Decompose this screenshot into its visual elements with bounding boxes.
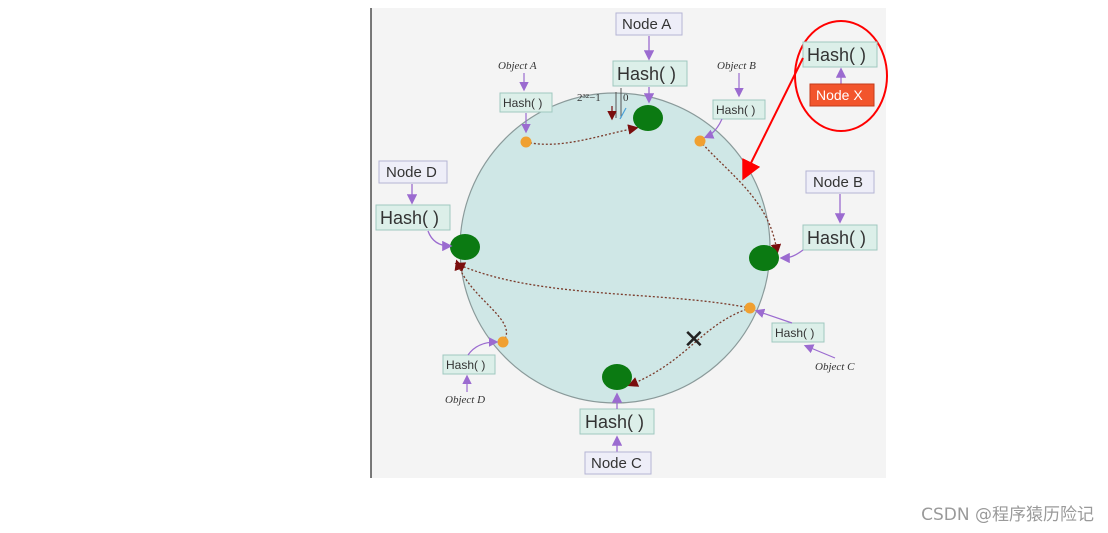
node-d-box	[378, 160, 448, 184]
node-c-hash-box	[579, 408, 655, 435]
node-a-box	[615, 12, 683, 36]
object-a-hash-box	[499, 92, 553, 113]
object-c-hash-label: Hash( )	[775, 326, 814, 340]
node-d-hash-label: Hash( )	[380, 208, 439, 228]
object-b-dot	[694, 135, 706, 147]
object-c-label: Object C	[815, 361, 855, 373]
hash-ring	[459, 92, 771, 404]
node-x-hash-box	[802, 41, 878, 68]
object-b-hash-arrow	[703, 118, 723, 139]
node-c-label: Node C	[591, 455, 642, 472]
object-a-hash-label: Hash( )	[503, 96, 542, 110]
path-object-d-to-node-d	[454, 259, 508, 343]
node-x-box	[809, 83, 875, 107]
object-d-hash-arrow	[467, 337, 499, 356]
object-d-label: Object D	[445, 394, 485, 406]
node-d-dot	[450, 234, 480, 260]
object-c-hash-box	[771, 322, 825, 343]
path-object-c-to-node-d	[454, 262, 751, 309]
node-b-label: Node B	[813, 174, 863, 191]
node-d-label: Node D	[386, 164, 437, 181]
node-b-hash-label: Hash( )	[807, 228, 866, 248]
node-x-label: Node X	[816, 87, 863, 103]
node-x-hash-label: Hash( )	[807, 45, 866, 65]
node-c-hash-label: Hash( )	[585, 412, 644, 432]
node-a-label: Node A	[622, 16, 671, 33]
node-a-hash-label: Hash( )	[617, 64, 676, 84]
ring-zero-marker	[619, 107, 627, 120]
object-b-hash-label: Hash( )	[716, 103, 755, 117]
ring-zero-label: 0	[623, 92, 629, 104]
node-b-hash-arrow	[779, 249, 804, 264]
node-c-dot	[602, 364, 632, 390]
node-d-hash-box	[375, 204, 451, 231]
node-b-hash-box	[802, 224, 878, 251]
path-object-c-to-node-c	[627, 307, 751, 387]
object-d-dot	[497, 336, 509, 348]
ring-start-label: 2³²−1	[577, 92, 601, 104]
object-a-label: Object A	[498, 60, 537, 72]
node-a-hash-box	[612, 60, 688, 87]
removed-x-mark: ✕	[683, 325, 705, 355]
watermark: CSDN @程序猿历险记	[921, 505, 1094, 525]
object-d-hash-label: Hash( )	[446, 358, 485, 372]
object-a-dot	[520, 136, 532, 148]
object-c-arrow	[803, 344, 836, 359]
node-x-insert-arrow	[742, 57, 804, 181]
node-b-box	[805, 170, 875, 194]
object-c-hash-arrow	[754, 308, 793, 324]
node-b-dot	[749, 245, 779, 271]
path-object-b-to-node-b	[699, 140, 782, 255]
node-a-dot	[633, 105, 663, 131]
node-c-box	[584, 451, 652, 475]
node-d-hash-arrow	[427, 230, 453, 252]
object-c-dot	[744, 302, 756, 314]
object-b-hash-box	[712, 99, 766, 120]
object-b-label: Object B	[717, 60, 756, 72]
object-d-hash-box	[442, 354, 496, 375]
